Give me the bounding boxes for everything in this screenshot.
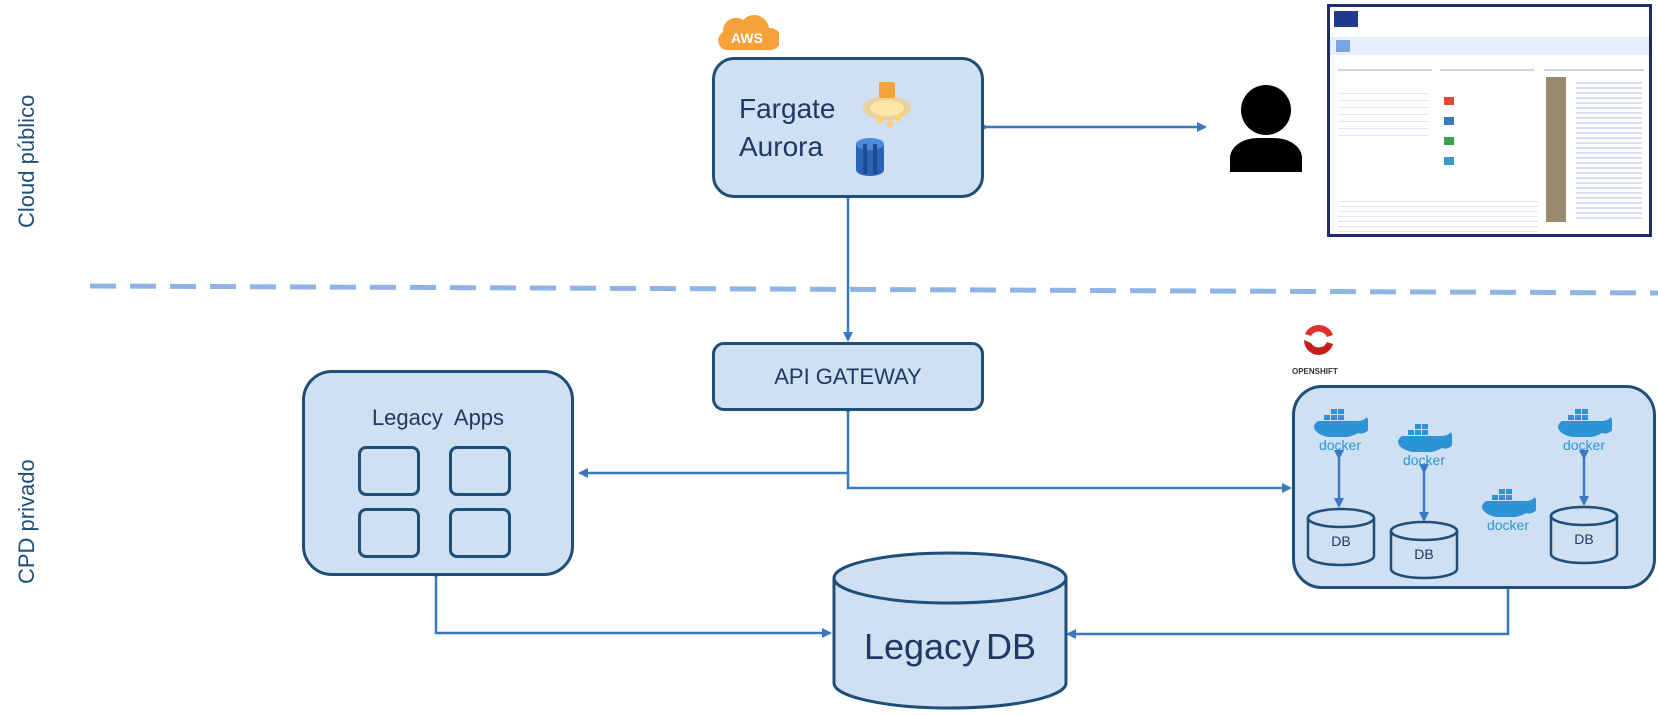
web-portal-thumbnail: [1327, 4, 1652, 237]
aurora-icon: [852, 136, 888, 183]
legacy-app-tile-4: [449, 508, 511, 558]
legacy-apps-label: Legacy Apps: [371, 405, 505, 430]
legacy-db-word2: DB: [986, 626, 1037, 667]
arrow-gateway-openshift: [846, 473, 1292, 493]
api-gateway-box: [712, 342, 984, 411]
legacy-app-tile-1: [358, 446, 420, 496]
aws-badge-text: AWS: [731, 30, 763, 46]
user-icon: [1228, 82, 1304, 177]
api-gateway-label: API GATEWAY: [774, 364, 922, 389]
legacy-db-word1: Legacy: [863, 626, 981, 667]
legacy-apps-box: [302, 370, 574, 576]
aws-cloud-icon: AWS: [715, 10, 782, 54]
openshift-label: OPENSHIFT: [1292, 367, 1338, 376]
docker-label: docker: [1402, 452, 1446, 468]
legacy-db-cylinder: [832, 551, 1068, 710]
openshift-icon: [1296, 322, 1342, 358]
docker-label: docker: [1318, 437, 1362, 453]
db-label-1: DB: [1331, 533, 1351, 549]
legacy-app-tile-2: [449, 446, 511, 496]
zone-divider: [89, 283, 1658, 296]
docker-label: docker: [1486, 517, 1530, 533]
docker-icon: docker: [1480, 485, 1539, 535]
legacy-app-tile-3: [358, 508, 420, 558]
docker-icon: docker: [1556, 405, 1615, 455]
docker-label: docker: [1562, 437, 1606, 453]
docker-icon: docker: [1396, 420, 1455, 470]
db-label-2: DB: [1414, 546, 1434, 562]
fargate-label: Fargate: [739, 93, 836, 124]
fargate-icon: [860, 78, 914, 135]
aurora-label: Aurora: [739, 131, 824, 162]
docker-icon: docker: [1312, 405, 1371, 455]
db-label-4: DB: [1574, 531, 1594, 547]
aws-services-box: [712, 57, 984, 198]
arrow-apps-db: [431, 570, 832, 638]
